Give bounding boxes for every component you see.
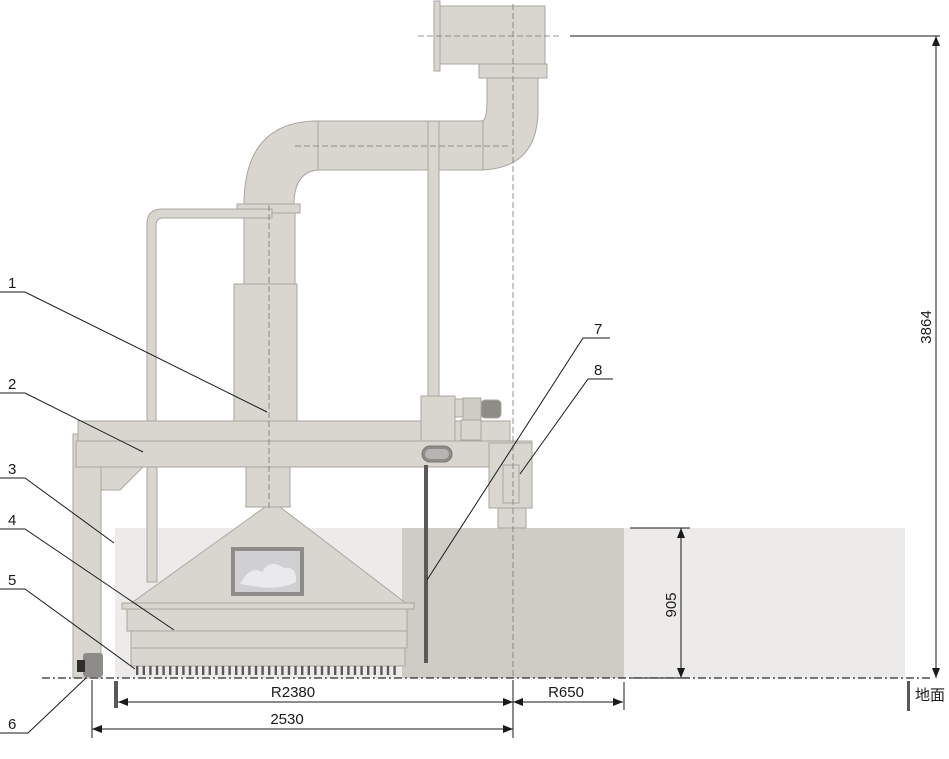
nozzle-tooth	[175, 666, 178, 675]
nozzle-tooth	[261, 666, 264, 675]
dim-start-tick	[114, 681, 118, 708]
nozzle-tooth	[360, 666, 363, 675]
nozzle-tooth	[340, 666, 343, 675]
rod	[424, 465, 428, 663]
nozzle-tooth	[149, 666, 152, 675]
callout-3: 3	[8, 461, 16, 478]
dim-total-height: 3864	[918, 310, 935, 343]
nozzle-tooth	[393, 666, 396, 675]
nozzle-tooth	[353, 666, 357, 675]
callout-8: 8	[594, 362, 602, 379]
nozzle-tooth	[136, 666, 139, 675]
nozzle-tooth	[248, 666, 251, 675]
sensor-body	[83, 653, 103, 677]
nozzle-tooth	[221, 666, 225, 675]
callout-1: 1	[8, 275, 16, 292]
nozzle-tooth	[367, 666, 370, 675]
callout-2: 2	[8, 376, 16, 393]
nozzle-tooth	[320, 666, 324, 675]
callout-5: 5	[8, 572, 16, 589]
nozzle-tooth	[294, 666, 297, 675]
exhaust-duct	[146, 0, 548, 425]
nozzle-tooth	[347, 666, 350, 675]
dim-table-height: 905	[663, 592, 680, 617]
nozzle-tooth	[373, 666, 376, 675]
nozzle-tooth	[155, 666, 159, 675]
nozzle-tooth	[380, 666, 383, 675]
nozzle-tooth	[195, 666, 198, 675]
nozzle-tooth	[327, 666, 330, 675]
dimension-lines	[91, 35, 940, 738]
nozzle-tooth	[142, 666, 145, 675]
callout-6: 6	[8, 716, 16, 733]
callout-4: 4	[8, 512, 16, 529]
center-column	[245, 466, 291, 508]
nozzle-tooth	[281, 666, 284, 675]
nozzle-tooth	[254, 666, 258, 675]
leader-lines	[0, 291, 613, 734]
drive-unit	[420, 395, 533, 529]
callout-7: 7	[594, 321, 602, 338]
dim-radius-side: R650	[548, 684, 584, 701]
nozzle-tooth	[268, 666, 271, 675]
nozzle-tooth	[334, 666, 337, 675]
nozzle-tooth	[307, 666, 310, 675]
nozzle-tooth	[182, 666, 185, 675]
support-frame	[72, 420, 533, 679]
dim-total-width: 2530	[270, 711, 303, 728]
ground-label: 地面	[915, 687, 945, 704]
nozzle-tooth	[208, 666, 211, 675]
nozzle-tooth	[215, 666, 218, 675]
nozzle-tooth	[274, 666, 277, 675]
nozzle-tooth	[386, 666, 390, 675]
nozzle-tooth	[287, 666, 291, 675]
nozzle-tooth	[314, 666, 317, 675]
sensor-tip	[77, 660, 85, 672]
dim-radius-main: R2380	[271, 684, 315, 701]
hood-window-cloud	[240, 563, 297, 588]
nozzle-tooth	[188, 666, 192, 675]
nozzle-tooth	[202, 666, 205, 675]
nozzle-tooth	[235, 666, 238, 675]
ground-marker	[907, 681, 910, 711]
nozzle-tooth	[169, 666, 172, 675]
nozzle-comb	[136, 666, 396, 675]
nozzle-tooth	[301, 666, 304, 675]
nozzle-tooth	[228, 666, 231, 675]
nozzle-tooth	[162, 666, 165, 675]
dimension-arrows	[92, 36, 940, 733]
slot-window-inner	[425, 449, 449, 459]
nozzle-tooth	[241, 666, 244, 675]
